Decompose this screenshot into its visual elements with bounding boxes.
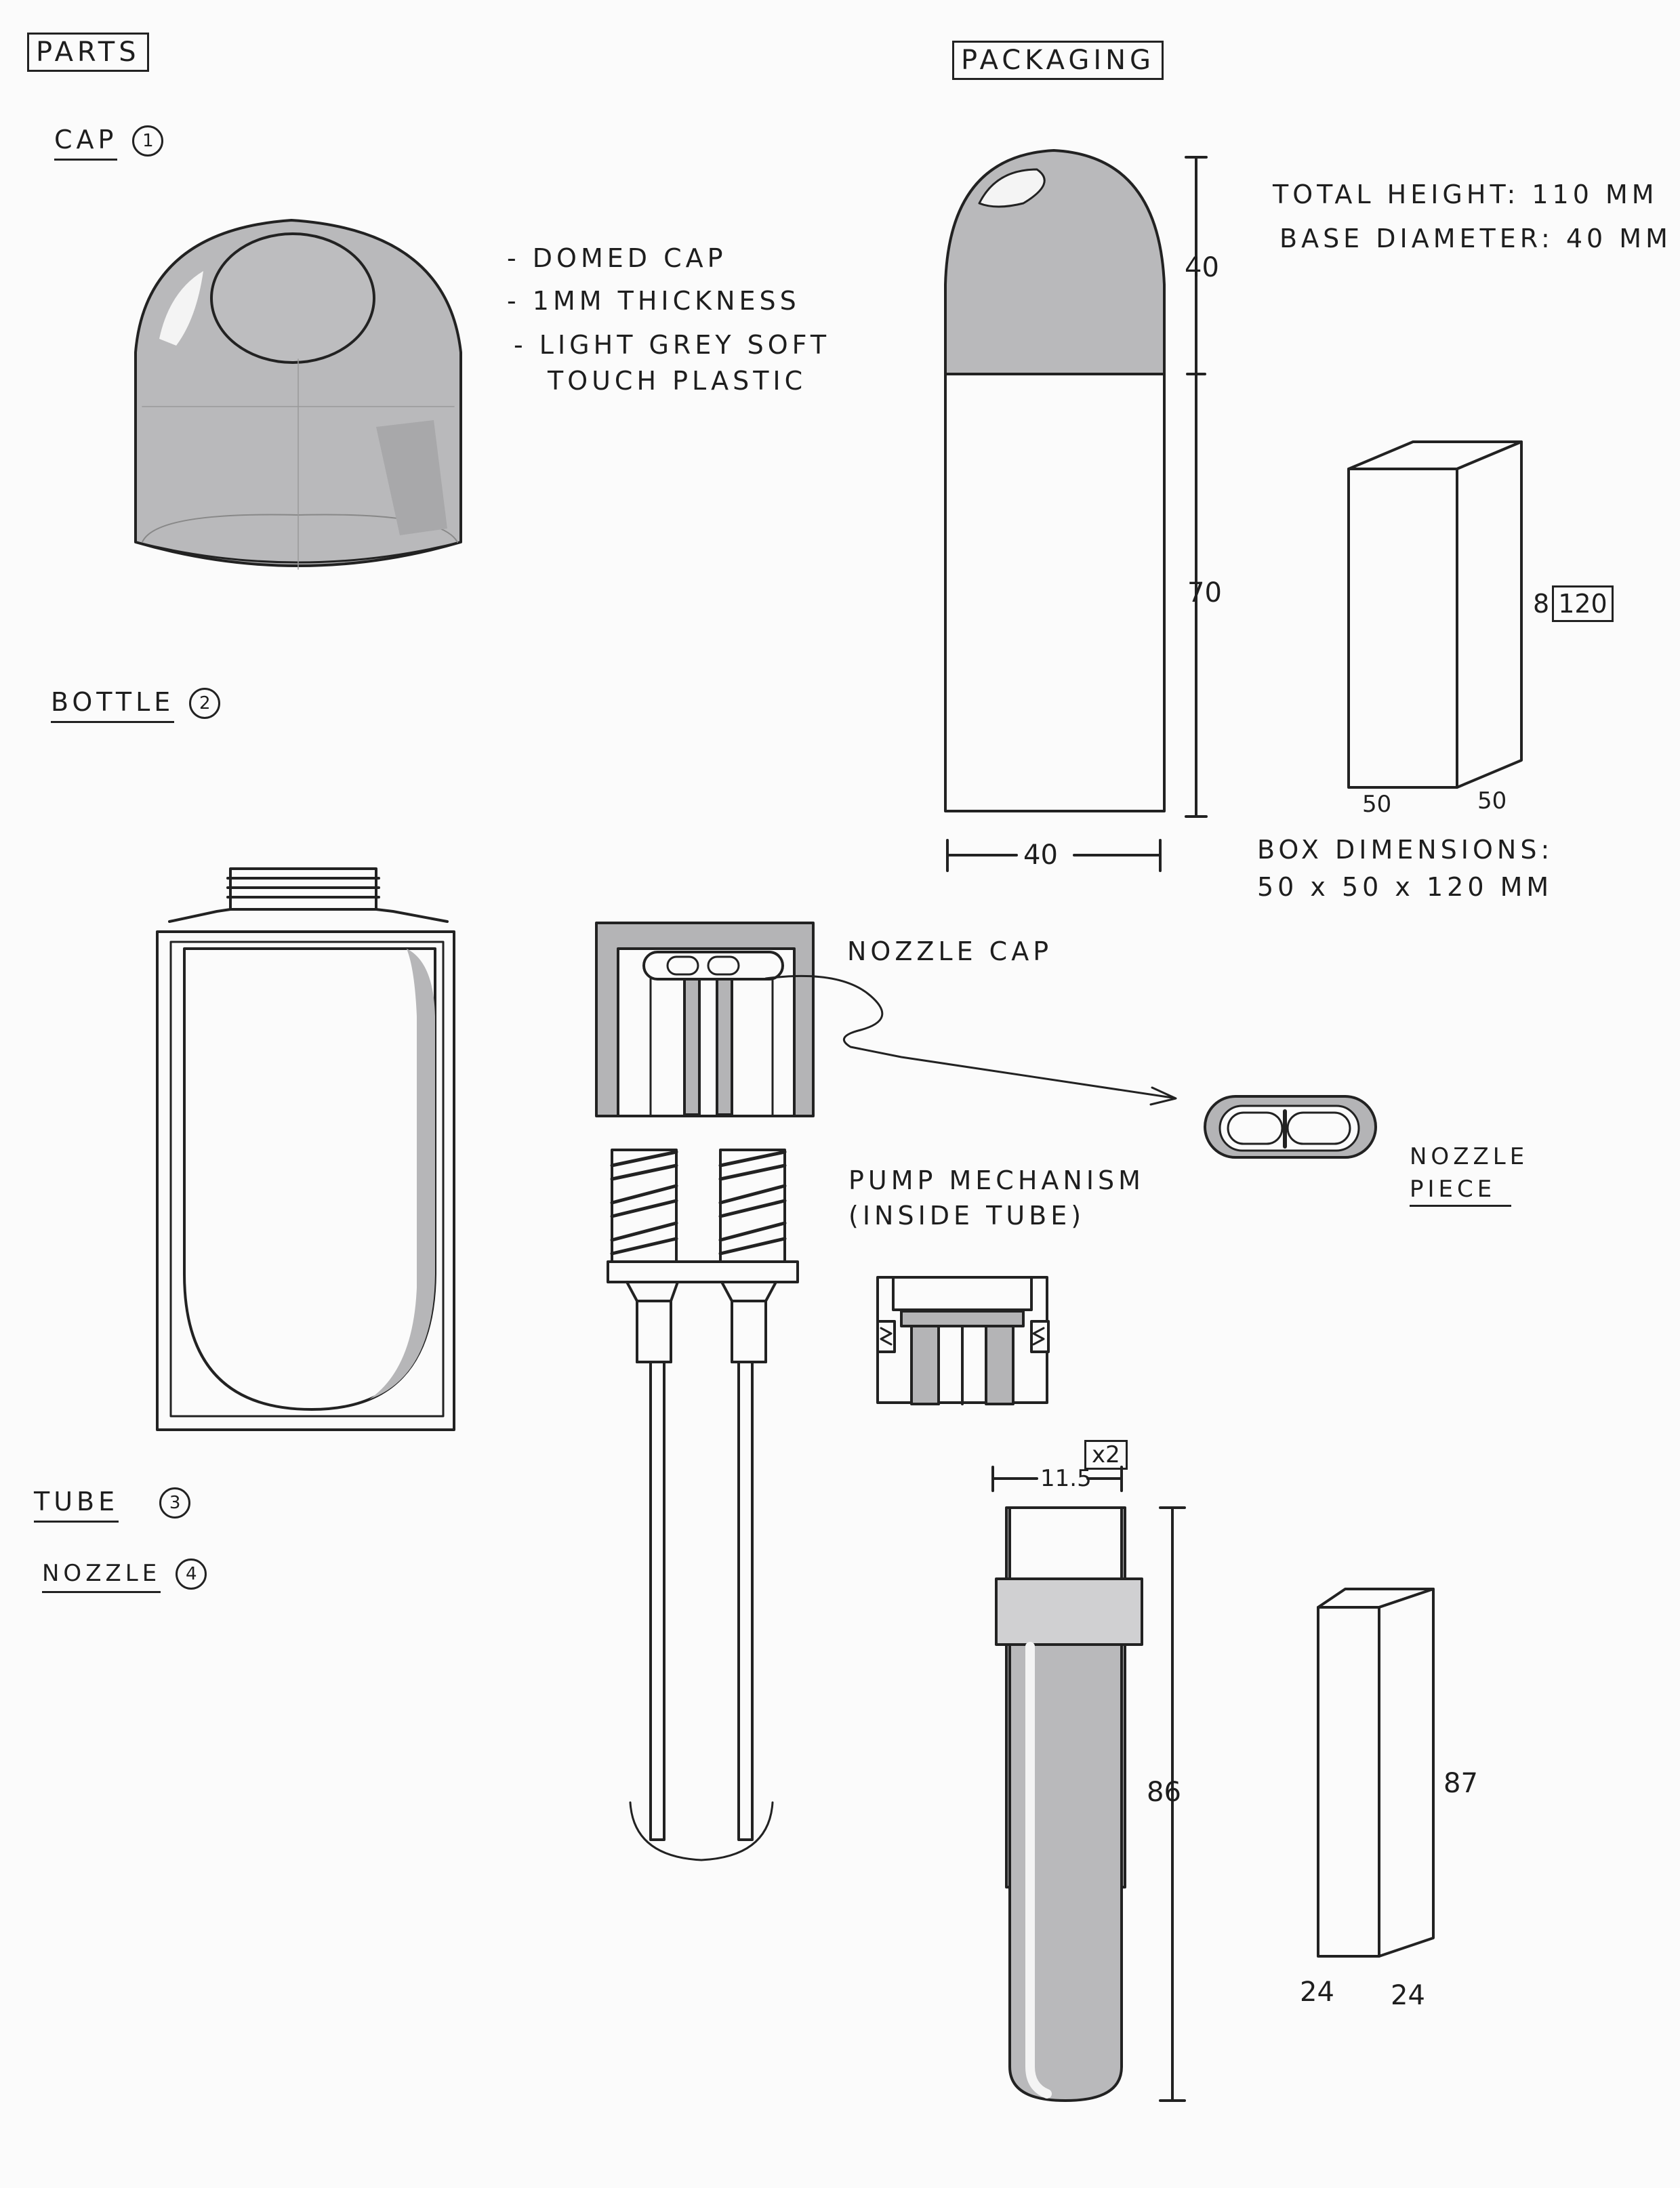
pump-cross-section	[876, 1276, 1050, 1405]
nozzle-cap-drawing	[595, 922, 1177, 1117]
base-diameter-spec: BASE DIAMETER: 40 MM	[1279, 224, 1672, 253]
box-height-prefix: 8	[1533, 589, 1550, 619]
small-box-depth-dimension: 24	[1300, 1977, 1334, 2008]
cap-number: 1	[132, 125, 164, 157]
cap-label-row: CAP 1	[54, 124, 164, 161]
bottle-drawing	[156, 867, 455, 1431]
packaging-section-title: PACKAGING	[952, 41, 1164, 80]
small-box-height-dimension: 87	[1443, 1768, 1478, 1799]
box-depth-dimension: 50	[1362, 791, 1392, 818]
tube-drawing	[991, 1466, 1186, 2102]
box-height-dimension: 120	[1552, 585, 1614, 622]
base-width-dimension: 40	[1023, 840, 1058, 871]
body-height-dimension: 70	[1187, 577, 1222, 608]
total-height-spec: TOTAL HEIGHT: 110 MM	[1273, 180, 1658, 209]
packaging-elevation	[944, 149, 1208, 872]
cap-height-dimension: 40	[1185, 252, 1219, 283]
nozzle-piece-label-2: PIECE	[1410, 1178, 1511, 1207]
bottle-number: 2	[189, 688, 221, 719]
parts-section-title: PARTS	[27, 33, 149, 72]
tube-label-row: TUBE 3	[34, 1486, 191, 1523]
cap-note-2: - 1MM THICKNESS	[507, 286, 800, 316]
nozzle-piece-label-1: NOZZLE	[1410, 1143, 1529, 1170]
nozzle-label: NOZZLE	[42, 1559, 161, 1593]
cap-note-3: - LIGHT GREY SOFT	[514, 330, 831, 360]
tube-label: TUBE	[34, 1486, 119, 1523]
box-width-dimension: 50	[1477, 787, 1507, 814]
box-dimensions-value: 50 x 50 x 120 MM	[1257, 872, 1553, 902]
cap-label: CAP	[54, 124, 118, 161]
tube-quantity: x2	[1084, 1440, 1128, 1470]
domed-cap-drawing	[134, 219, 462, 570]
tube-width-dimension: 11.5	[1040, 1465, 1092, 1492]
pump-mechanism-drawing	[607, 1149, 799, 1861]
nozzle-number: 4	[176, 1559, 207, 1590]
tube-height-dimension: 86	[1147, 1777, 1181, 1808]
bottle-label: BOTTLE	[51, 686, 175, 723]
small-box-isometric	[1317, 1588, 1435, 1958]
pump-mechanism-note: (INSIDE TUBE)	[848, 1201, 1086, 1231]
small-box-width-dimension: 24	[1391, 1980, 1425, 2011]
nozzle-piece-drawing	[1204, 1095, 1377, 1159]
nozzle-label-row: NOZZLE 4	[42, 1559, 207, 1593]
box-isometric	[1347, 440, 1523, 789]
box-dimensions-title: BOX DIMENSIONS:	[1257, 835, 1554, 865]
bottle-label-row: BOTTLE 2	[51, 686, 221, 723]
cap-note-4: TOUCH PLASTIC	[548, 366, 807, 396]
pump-mechanism-label: PUMP MECHANISM	[848, 1165, 1145, 1195]
cap-note-1: - DOMED CAP	[507, 243, 727, 273]
nozzle-cap-label: NOZZLE CAP	[847, 936, 1053, 966]
tube-number: 3	[159, 1487, 191, 1519]
